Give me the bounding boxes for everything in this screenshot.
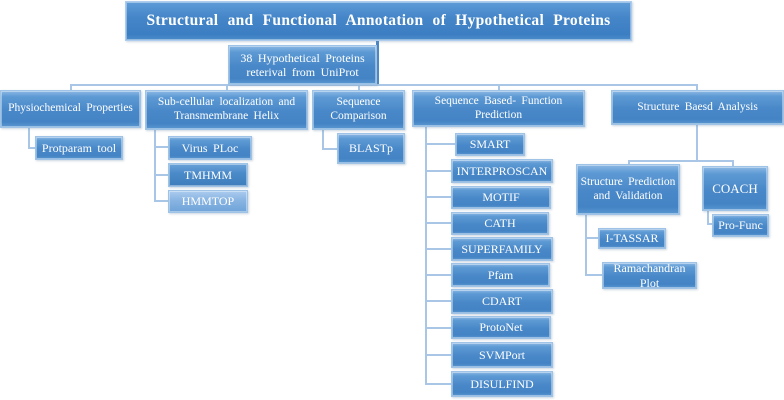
connector-itassar <box>585 237 599 239</box>
connector-stub-coach <box>732 160 734 168</box>
node-subcellular-localization: Sub-cellular localization and Transmembr… <box>145 90 308 130</box>
connector-virus-ploc <box>154 146 169 148</box>
connector-stub-spv <box>628 160 630 166</box>
connector-branch5-trunk <box>696 124 698 162</box>
connector-tmhmm <box>154 174 169 176</box>
node-root-uniprot: 38 Hypothetical Proteins reterival from … <box>228 45 377 85</box>
connector-branch2-trunk <box>154 130 156 202</box>
node-hmmtop: HMMTOP <box>168 190 248 213</box>
connector-hmmtop <box>154 200 169 202</box>
connector-branch3-elbow-v <box>322 130 324 150</box>
connector-cdart <box>425 300 452 302</box>
node-blastp: BLASTp <box>337 133 405 164</box>
connector-spv-trunk <box>585 215 587 276</box>
node-profunc: Pro-Func <box>712 214 769 237</box>
connector-stub-branch5 <box>696 84 698 91</box>
node-virus-ploc: Virus PLoc <box>168 136 252 160</box>
node-structure-based-analysis: Structure Baesd Analysis <box>611 90 784 125</box>
connector-stub-branch3 <box>358 84 360 91</box>
node-physiochemical-properties: Physiochemical Properties <box>0 90 141 128</box>
connector-interproscan <box>425 170 452 172</box>
node-cdart: CDART <box>451 289 553 314</box>
connector-motif <box>425 196 452 198</box>
connector-title-trunk <box>376 41 379 86</box>
node-motif: MOTIF <box>451 186 551 209</box>
connector-disulfind <box>425 383 452 385</box>
node-tmhmm: TMHMM <box>168 163 248 187</box>
node-title: Structural and Functional Annotation of … <box>125 1 632 41</box>
node-protonet: ProtoNet <box>451 316 551 339</box>
connector-branch3-elbow-h <box>322 148 338 150</box>
connector-branch1-elbow-h <box>28 147 36 149</box>
connector-branch1-elbow-v <box>28 128 30 149</box>
connector-superfamily <box>425 248 452 250</box>
node-cath: CATH <box>451 212 549 235</box>
node-interproscan: INTERPROSCAN <box>451 159 553 183</box>
node-protparam-tool: Protparam tool <box>35 136 123 160</box>
node-superfamily: SUPERFAMILY <box>451 237 553 261</box>
connector-protonet <box>425 327 452 329</box>
connector-ramachandran <box>585 274 603 276</box>
connector-cath <box>425 222 452 224</box>
node-disulfind: DISULFIND <box>451 371 553 397</box>
connector-coach-elbow-v <box>707 211 709 225</box>
node-structure-prediction-validation: Structure Prediction and Validation <box>576 164 680 215</box>
node-sequence-based-function-prediction: Sequence Based- Function Prediction <box>412 90 585 127</box>
connector-stub-branch2 <box>226 84 228 91</box>
connector-pfam <box>425 274 452 276</box>
node-ramachandran-plot: Ramachandran Plot <box>602 261 697 290</box>
node-itassar: I-TASSAR <box>598 228 666 249</box>
connector-stub-branch1 <box>70 84 72 91</box>
connector-rail-level1 <box>71 84 698 86</box>
connector-rail-level2 <box>628 160 734 162</box>
node-pfam: Pfam <box>451 263 550 287</box>
connector-smart <box>425 143 456 145</box>
connector-svmport <box>425 354 452 356</box>
node-sequence-comparison: Sequence Comparison <box>312 90 405 130</box>
node-smart: SMART <box>455 133 525 156</box>
node-svmport: SVMPort <box>451 342 553 368</box>
connector-coach-elbow-h <box>707 223 714 225</box>
connector-branch4-trunk <box>425 126 427 385</box>
connector-stub-branch4 <box>498 84 500 91</box>
node-coach: COACH <box>702 166 768 211</box>
